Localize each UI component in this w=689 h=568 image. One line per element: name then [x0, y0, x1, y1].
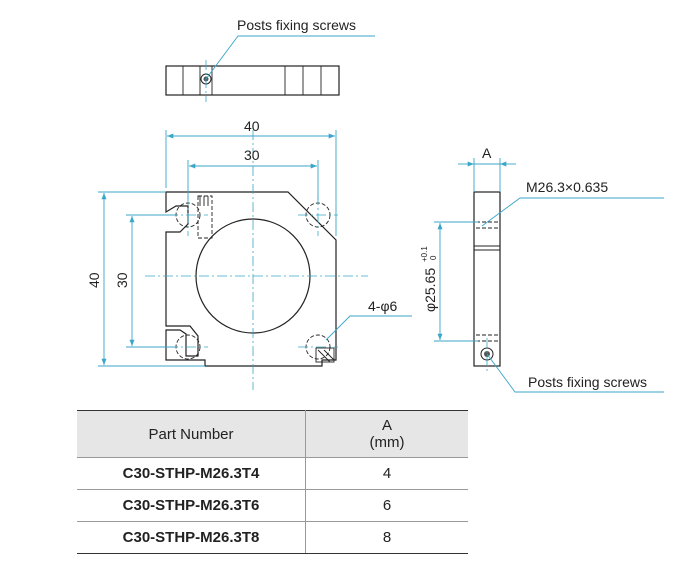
- side-width-label: A: [482, 145, 492, 161]
- posts-fixing-screws-top-label: Posts fixing screws: [237, 17, 356, 33]
- part-number-table: Part Number A (mm) C30-STHP-M26.3T4 4 C3…: [77, 410, 468, 554]
- dim-outer-height: 40: [86, 272, 102, 288]
- part-number-cell: C30-STHP-M26.3T4: [77, 457, 306, 490]
- part-number-cell: C30-STHP-M26.3T8: [77, 521, 306, 554]
- posts-fixing-screws-side-label: Posts fixing screws: [528, 374, 647, 390]
- dim-hole-pitch-x: 30: [244, 147, 260, 163]
- bore-tol-lower: 0: [429, 255, 438, 260]
- thread-callout-leader: [481, 197, 664, 227]
- bore-tol-upper: +0.1: [420, 246, 429, 262]
- top-view: [165, 60, 340, 102]
- dim-hole-pitch-y: 30: [114, 272, 130, 288]
- table-row: C30-STHP-M26.3T4 4: [77, 457, 468, 490]
- side-view: [473, 191, 501, 372]
- technical-drawing: Posts fixing screws 40 30: [86, 17, 664, 393]
- front-view: [145, 130, 368, 390]
- a-value-cell: 8: [305, 521, 468, 554]
- side-callout-leader: [486, 353, 664, 393]
- part-number-cell: C30-STHP-M26.3T6: [77, 489, 306, 522]
- holes-callout-leader: [325, 315, 412, 341]
- dim-outer-width: 40: [244, 118, 260, 134]
- a-value-cell: 6: [305, 489, 468, 522]
- holes-label: 4-φ6: [368, 298, 398, 314]
- header-a: A (mm): [305, 410, 468, 458]
- bore-dimension: φ25.65 +0.1 0: [420, 246, 438, 312]
- a-value-cell: 4: [305, 457, 468, 490]
- header-a-label: A: [381, 417, 392, 434]
- table-row: C30-STHP-M26.3T6 6: [77, 489, 468, 522]
- table-row: C30-STHP-M26.3T8 8: [77, 521, 468, 554]
- top-callout-leader: [205, 35, 375, 80]
- bore-label: φ25.65: [422, 268, 438, 312]
- table-header-row: Part Number A (mm): [77, 410, 468, 458]
- header-part-number: Part Number: [77, 410, 306, 458]
- header-a-unit: (mm): [369, 434, 405, 451]
- thread-label: M26.3×0.635: [526, 179, 608, 195]
